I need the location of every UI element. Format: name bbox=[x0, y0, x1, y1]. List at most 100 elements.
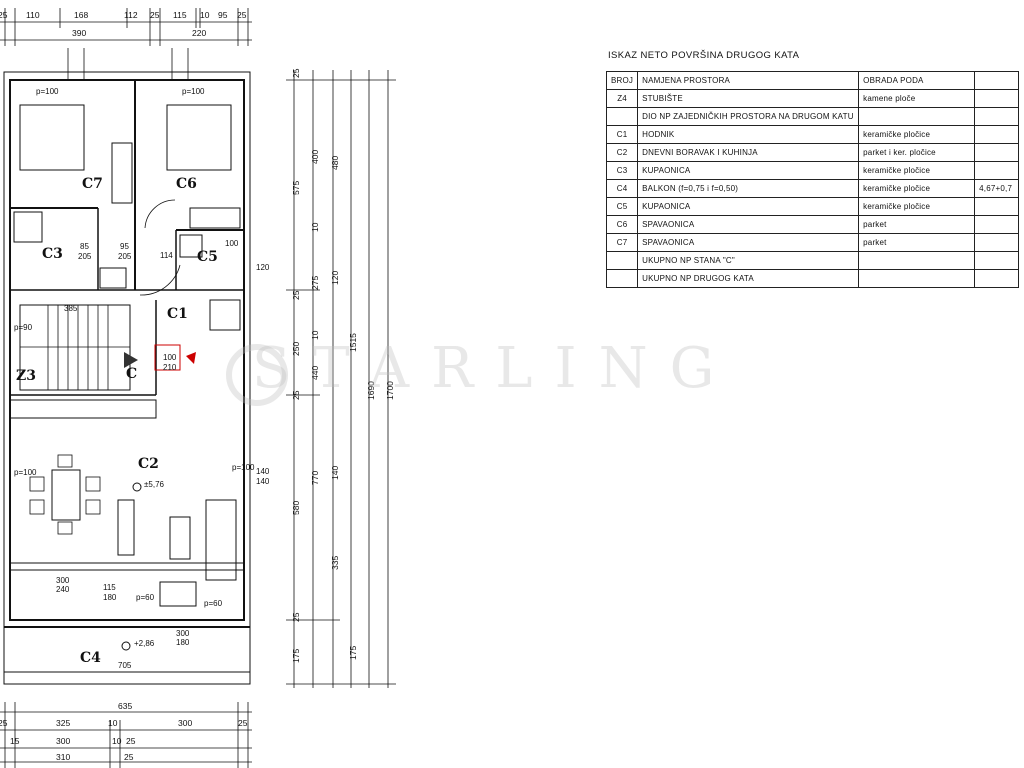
table-row: C1 HODNIK keramičke pločice bbox=[605, 125, 1020, 144]
row-floor: keramičke pločice bbox=[858, 125, 976, 144]
row-floor: parket bbox=[858, 233, 976, 252]
row-num: C3 bbox=[605, 161, 639, 180]
dim-text: 770 bbox=[310, 471, 320, 485]
dim-text: 25 bbox=[0, 718, 8, 728]
watermark-logo-icon bbox=[226, 344, 288, 406]
row-name: DNEVNI BORAVAK I KUHINJA bbox=[637, 143, 860, 162]
top-dimension-texts: 25 110 168 112 25 115 10 95 25 390 220 bbox=[0, 10, 247, 38]
annotation: 85 bbox=[80, 242, 89, 251]
dim-text: 25 bbox=[238, 718, 248, 728]
annotation: 300 bbox=[176, 629, 190, 638]
dim-text: 575 bbox=[291, 181, 301, 195]
dim-text: 400 bbox=[310, 150, 320, 164]
level-marker-icon bbox=[132, 482, 142, 492]
annotation: 240 bbox=[56, 585, 70, 594]
table-row: C5 KUPAONICA keramičke pločice bbox=[605, 197, 1020, 216]
level-label: +2,86 bbox=[134, 639, 155, 648]
row-floor: keramičke pločice bbox=[858, 197, 976, 216]
dim-text: 25 bbox=[291, 612, 301, 622]
entry-marker-icon bbox=[154, 344, 181, 371]
row-num: C4 bbox=[605, 179, 639, 198]
annotation: 100 bbox=[225, 239, 239, 248]
header-cell: NAMJENA PROSTORA bbox=[637, 71, 860, 90]
row-area bbox=[974, 197, 1020, 216]
annotation: 205 bbox=[118, 252, 132, 261]
room-label-c: C bbox=[126, 366, 137, 382]
row-num: C7 bbox=[605, 233, 639, 252]
annotation: 180 bbox=[103, 593, 117, 602]
dim-text: 110 bbox=[26, 10, 40, 20]
annotation: 95 bbox=[120, 242, 129, 251]
row-area bbox=[974, 251, 1020, 270]
annotation: p=100 bbox=[232, 463, 255, 472]
dim-text: 1515 bbox=[348, 333, 358, 352]
dim-text: 140 bbox=[330, 466, 340, 480]
dim-text: 25 bbox=[291, 390, 301, 400]
area-table: BROJ NAMJENA PROSTORA OBRADA PODA Z4 STU… bbox=[605, 71, 1020, 288]
dim-text: 635 bbox=[118, 701, 132, 711]
watermark-text: STARLING bbox=[252, 336, 737, 401]
dim-text: 112 bbox=[124, 10, 138, 20]
room-label-c4: C4 bbox=[80, 650, 101, 666]
dim-text: 580 bbox=[291, 501, 301, 515]
row-num bbox=[605, 107, 639, 126]
row-floor: keramičke pločice bbox=[858, 179, 976, 198]
annotation: p=100 bbox=[182, 87, 205, 96]
row-area bbox=[974, 233, 1020, 252]
dim-text: 168 bbox=[74, 10, 88, 20]
row-floor bbox=[858, 251, 976, 270]
dim-text: 1690 bbox=[366, 381, 376, 400]
dim-text: 10 bbox=[112, 736, 122, 746]
dim-text: 95 bbox=[218, 10, 228, 20]
row-area bbox=[974, 269, 1020, 288]
dim-text: 10 bbox=[200, 10, 210, 20]
dim-text: 10 bbox=[310, 330, 320, 340]
level-marker-icon bbox=[121, 641, 131, 651]
dim-text: 115 bbox=[173, 10, 187, 20]
row-area bbox=[974, 215, 1020, 234]
row-floor: parket i ker. pločice bbox=[858, 143, 976, 162]
header-cell bbox=[974, 71, 1020, 90]
dim-text: 335 bbox=[330, 556, 340, 570]
dim-text: 175 bbox=[291, 649, 301, 663]
row-floor bbox=[858, 107, 976, 126]
dim-text: 25 bbox=[291, 68, 301, 78]
right-dimension-lines bbox=[286, 70, 396, 688]
annotation: 140 bbox=[256, 477, 270, 486]
row-area: 4,67+0,7 bbox=[974, 179, 1020, 198]
stair-arrow-icon bbox=[124, 352, 138, 368]
right-dimension-texts: 25 575 25 250 25 580 25 175 400 10 275 1… bbox=[291, 68, 395, 663]
row-name: SPAVAONICA bbox=[637, 215, 860, 234]
annotation: 300 bbox=[56, 576, 70, 585]
room-label-c2: C2 bbox=[138, 456, 159, 472]
dim-text: 220 bbox=[192, 28, 206, 38]
dim-text: 25 bbox=[291, 290, 301, 300]
row-area bbox=[974, 107, 1020, 126]
table-row: C4 BALKON (f=0,75 i f=0,50) keramičke pl… bbox=[605, 179, 1020, 198]
annotation: 114 bbox=[160, 251, 173, 260]
dim-text: 325 bbox=[56, 718, 70, 728]
row-name: KUPAONICA bbox=[637, 197, 860, 216]
row-num: C2 bbox=[605, 143, 639, 162]
annotation: p=90 bbox=[14, 323, 33, 332]
dim-text: 15 bbox=[10, 736, 20, 746]
row-num: C1 bbox=[605, 125, 639, 144]
row-floor: parket bbox=[858, 215, 976, 234]
annotation: 205 bbox=[78, 252, 92, 261]
plan-annotations: p=100 p=100 85 205 95 205 114 100 120 p=… bbox=[14, 87, 270, 670]
row-num: Z4 bbox=[605, 89, 639, 108]
row-name: UKUPNO NP STANA "C" bbox=[637, 251, 860, 270]
dim-text: 10 bbox=[310, 222, 320, 232]
table-row: DIO NP ZAJEDNIČKIH PROSTORA NA DRUGOM KA… bbox=[605, 107, 1020, 126]
annotation: 385 bbox=[64, 304, 78, 313]
room-label-c1: C1 bbox=[167, 306, 188, 322]
dim-text: 275 bbox=[310, 276, 320, 290]
annotation: 115 bbox=[103, 583, 116, 592]
top-dimension-lines bbox=[0, 8, 252, 80]
annotation: p=100 bbox=[36, 87, 59, 96]
dim-text: 480 bbox=[330, 156, 340, 170]
row-name: SPAVAONICA bbox=[637, 233, 860, 252]
row-floor: keramičke pločice bbox=[858, 161, 976, 180]
dim-text: 120 bbox=[330, 271, 340, 285]
dim-text: 300 bbox=[178, 718, 192, 728]
